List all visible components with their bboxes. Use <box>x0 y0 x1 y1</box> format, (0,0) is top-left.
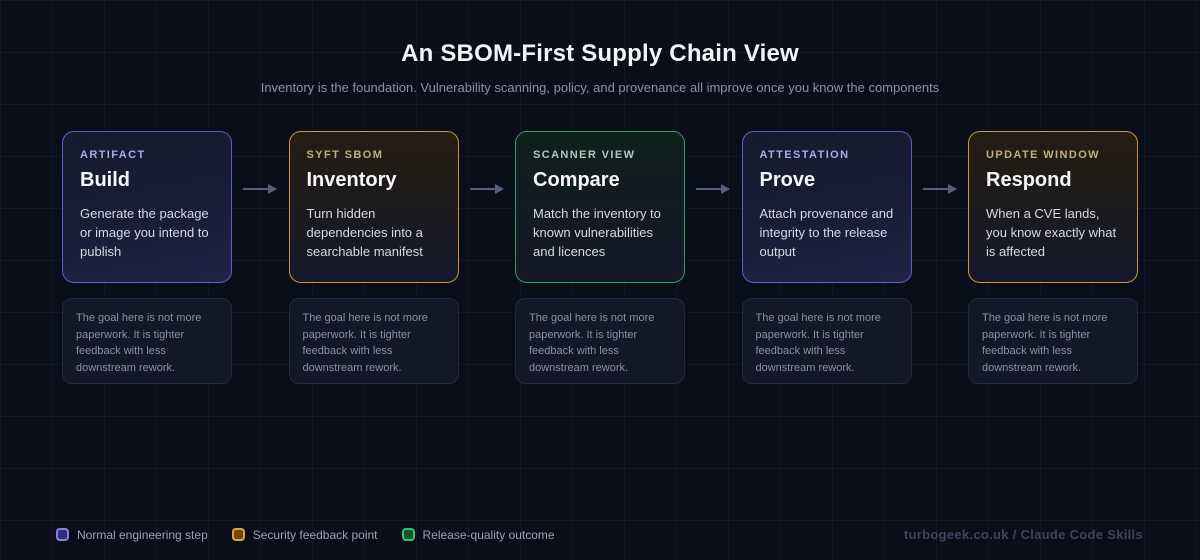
step-card-respond: UPDATE WINDOW Respond When a CVE lands, … <box>968 131 1138 283</box>
credit-text: turbogeek.co.uk / Claude Code Skills <box>903 527 1143 542</box>
step-description: Attach provenance and integrity to the r… <box>759 206 894 260</box>
step-title: Inventory <box>306 169 397 191</box>
legend-item-normal-step: Normal engineering step <box>56 528 208 542</box>
pipeline-steps-row: ARTIFACT Build Generate the package or i… <box>0 131 1200 283</box>
step-description: When a CVE lands, you know exactly what … <box>986 206 1117 260</box>
legend-item-release-quality: Release-quality outcome <box>401 527 555 542</box>
legend: Normal engineering step Security feedbac… <box>56 528 555 542</box>
step-label: ARTIFACT <box>80 149 146 161</box>
step-label: ATTESTATION <box>759 149 850 161</box>
step-label: SCANNER VIEW <box>533 149 636 161</box>
step-title: Compare <box>533 169 620 191</box>
flow-arrow <box>459 131 516 195</box>
step-note-respond: The goal here is not more paperwork. It … <box>968 298 1138 384</box>
indigo-swatch-icon <box>56 528 69 541</box>
right-arrow-icon <box>243 184 278 194</box>
step-notes-row: The goal here is not more paperwork. It … <box>0 298 1200 384</box>
flow-arrow <box>685 131 742 195</box>
step-note-prove: The goal here is not more paperwork. It … <box>741 298 912 384</box>
legend-label: Normal engineering step <box>77 527 208 542</box>
green-swatch-icon <box>401 528 415 541</box>
flow-arrow <box>912 131 969 195</box>
step-note-inventory: The goal here is not more paperwork. It … <box>288 298 459 384</box>
step-description: Turn hidden dependencies into a searchab… <box>306 206 423 260</box>
step-note-build: The goal here is not more paperwork. It … <box>62 298 232 384</box>
right-arrow-icon <box>469 184 504 194</box>
step-description: Generate the package or image you intend… <box>80 206 209 260</box>
step-title: Respond <box>986 169 1072 191</box>
legend-label: Security feedback point <box>252 527 378 542</box>
step-card-inventory: SYFT SBOM Inventory Turn hidden dependen… <box>288 131 459 283</box>
page-title: An SBOM-First Supply Chain View <box>401 40 799 67</box>
step-title: Build <box>80 169 130 191</box>
footer: Normal engineering step Security feedbac… <box>56 527 1143 542</box>
legend-label: Release-quality outcome <box>422 527 555 542</box>
legend-item-security-feedback: Security feedback point <box>231 527 378 542</box>
step-card-compare: SCANNER VIEW Compare Match the inventory… <box>515 131 685 283</box>
step-title: Prove <box>759 169 816 191</box>
step-label: SYFT SBOM <box>306 149 384 161</box>
step-card-prove: ATTESTATION Prove Attach provenance and … <box>741 131 912 283</box>
step-label: UPDATE WINDOW <box>986 149 1100 161</box>
flow-arrow <box>232 131 289 195</box>
page-subtitle: Inventory is the foundation. Vulnerabili… <box>260 80 940 95</box>
step-note-compare: The goal here is not more paperwork. It … <box>515 298 685 384</box>
right-arrow-icon <box>696 184 731 194</box>
right-arrow-icon <box>922 184 957 194</box>
step-card-build: ARTIFACT Build Generate the package or i… <box>62 131 232 283</box>
amber-swatch-icon <box>231 528 245 541</box>
step-description: Match the inventory to known vulnerabili… <box>533 206 661 260</box>
